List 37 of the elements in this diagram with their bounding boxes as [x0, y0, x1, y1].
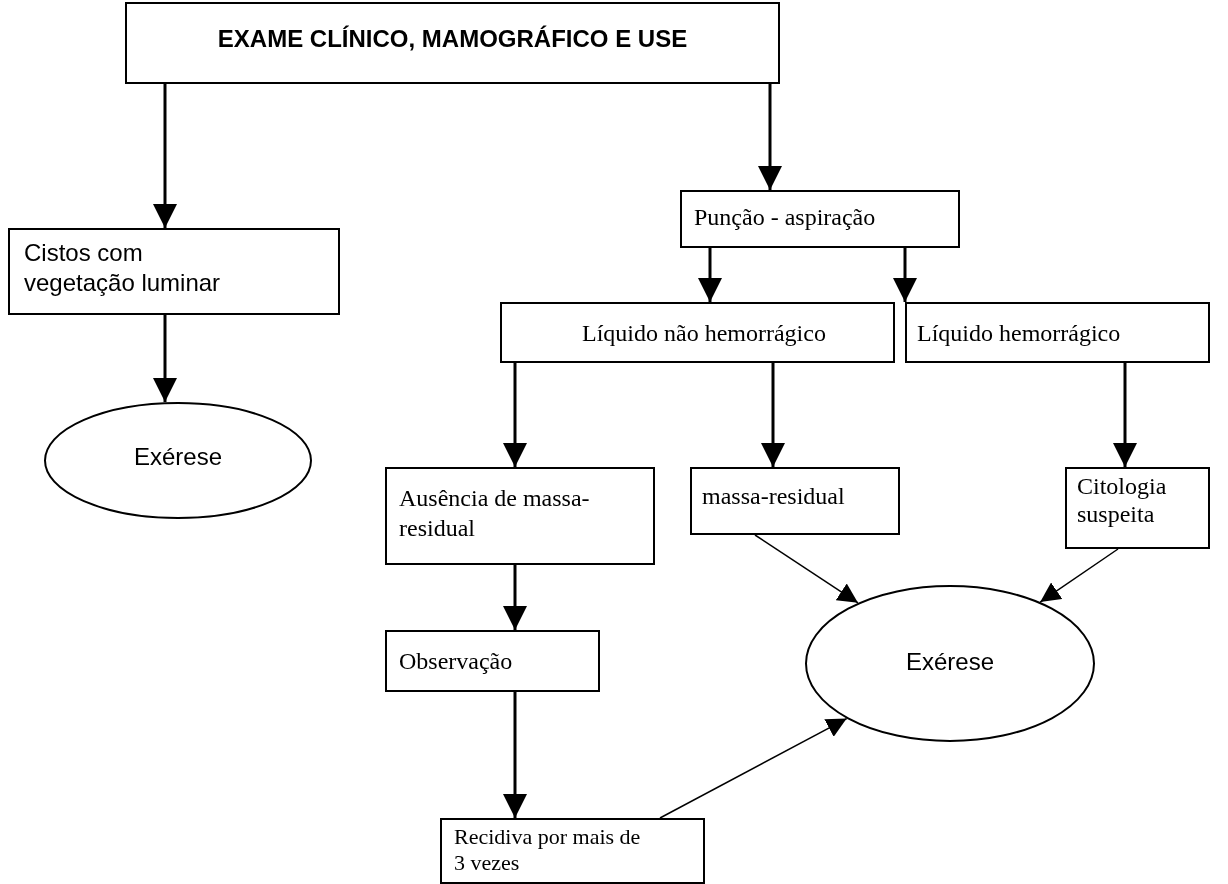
node-label: Exérese [132, 442, 223, 472]
result-ellipse [44, 402, 312, 519]
result-ellipse [805, 585, 1095, 742]
process-box [440, 818, 705, 884]
arrow [503, 363, 527, 467]
arrow [659, 717, 848, 819]
node-label: Recidiva por mais de 3 vezes [454, 824, 642, 877]
node-label: Exérese [904, 647, 995, 677]
process-box [680, 190, 960, 248]
node-label: massa-residual [702, 482, 846, 511]
process-box [8, 228, 340, 315]
process-box [385, 467, 655, 565]
arrow [754, 534, 859, 604]
arrow [698, 248, 722, 302]
arrow [893, 248, 917, 302]
node-label: Ausência de massa-residual [399, 484, 591, 543]
node-label: Citologia suspeita [1077, 473, 1168, 529]
arrow [1113, 363, 1137, 467]
node-label: Líquido não hemorrágico [582, 319, 827, 348]
arrow [761, 363, 785, 467]
node-label: Líquido hemorrágico [917, 319, 1122, 348]
node-label: Cistos com vegetação luminar [24, 238, 222, 298]
arrow [503, 565, 527, 630]
arrow [153, 315, 177, 402]
node-label: Observação [399, 647, 514, 676]
process-box [500, 302, 895, 363]
arrow [758, 84, 782, 190]
process-box [690, 467, 900, 535]
arrow [153, 84, 177, 228]
arrow [1039, 548, 1119, 603]
process-box [905, 302, 1210, 363]
process-box [385, 630, 600, 692]
heading-box [125, 2, 780, 84]
process-box [1065, 467, 1210, 549]
arrow [503, 692, 527, 818]
heading-text: EXAME CLÍNICO, MAMOGRÁFICO E USE [216, 24, 689, 54]
node-label: Punção - aspiração [694, 203, 877, 232]
